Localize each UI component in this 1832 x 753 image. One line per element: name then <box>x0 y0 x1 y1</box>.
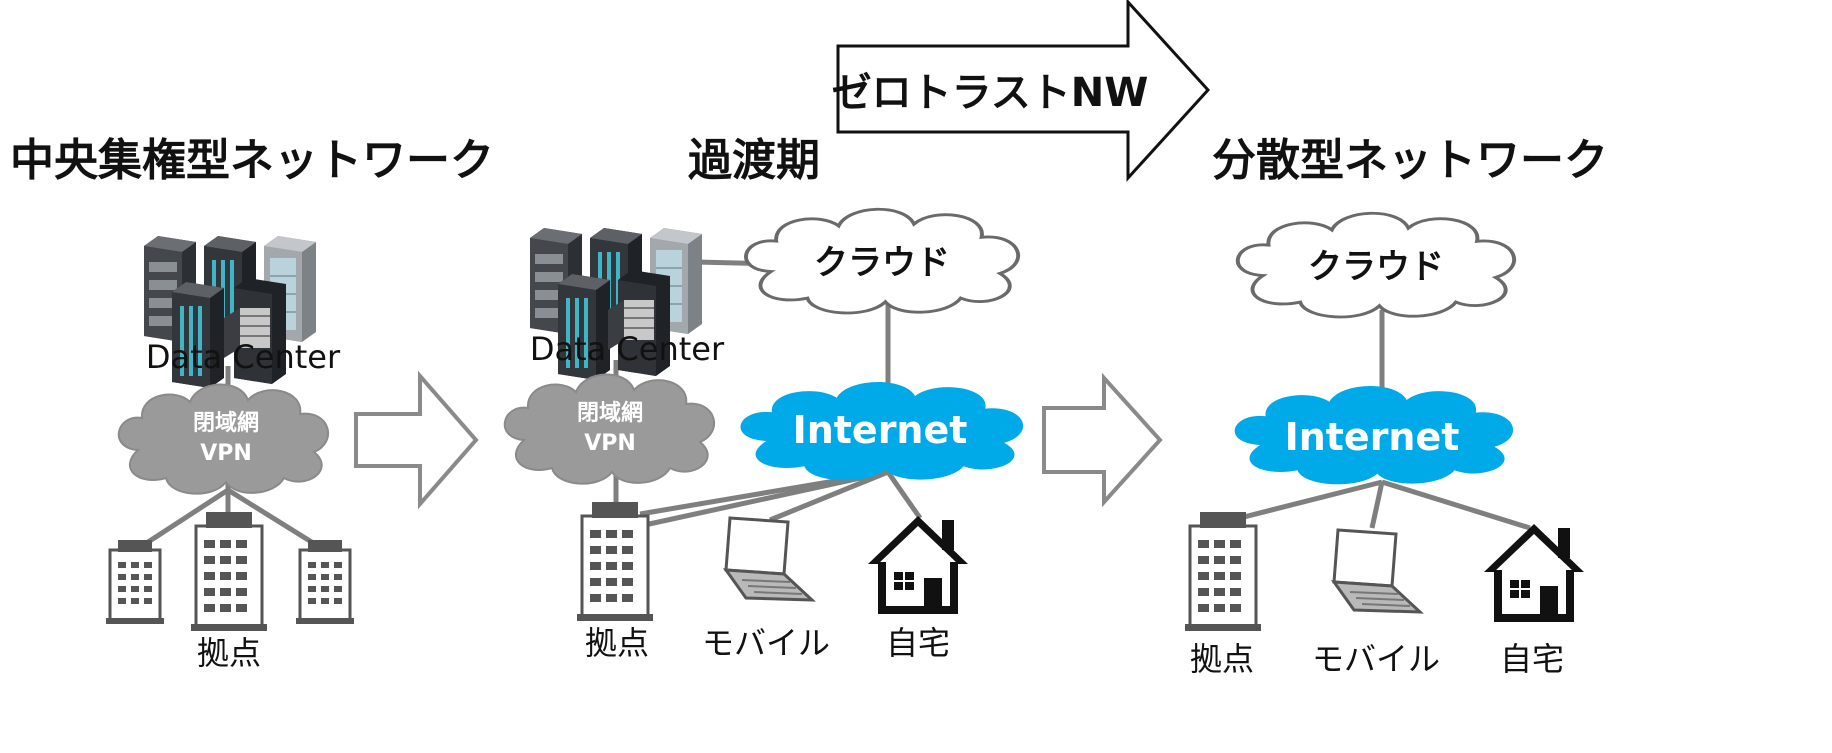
home-label: 自宅 <box>886 624 950 662</box>
heading-central: 中央集権型ネットワーク <box>10 135 494 186</box>
house-icon <box>1484 524 1584 618</box>
site-label: 拠点 <box>585 624 649 662</box>
house-icon <box>868 516 968 610</box>
heading-distributed: 分散型ネットワーク <box>1212 135 1608 186</box>
right-arrow-1-icon <box>354 370 479 510</box>
heading-transition: 過渡期 <box>688 135 820 186</box>
closed-network-cloud-icon <box>503 373 716 485</box>
closed-net-label-1: 閉域網 <box>577 400 643 426</box>
closed-network-cloud-icon <box>117 383 330 495</box>
internet-label: Internet <box>1285 415 1460 459</box>
data-center-label: Data Center <box>530 330 725 368</box>
internet-label: Internet <box>793 408 968 452</box>
data-center-label: Data Center <box>146 338 341 376</box>
site-label: 拠点 <box>197 634 261 672</box>
panel-transition: Data Center クラウド 閉域網 VPN Internet 拠点 モバイ… <box>503 207 1024 662</box>
right-arrow-2-icon <box>1042 372 1163 508</box>
site-building-icon <box>104 510 356 633</box>
zero-trust-label: ゼロトラストNW <box>832 70 1149 116</box>
laptop-icon <box>1332 528 1422 614</box>
mobile-label: モバイル <box>1312 640 1440 678</box>
laptop-icon <box>724 516 814 602</box>
closed-net-label-2: VPN <box>200 441 252 466</box>
cloud-label: クラウド <box>1308 247 1444 287</box>
site-building-icon <box>1183 510 1263 633</box>
closed-net-label-2: VPN <box>584 431 636 456</box>
cloud-label: クラウド <box>814 243 950 283</box>
site-label: 拠点 <box>1190 640 1254 678</box>
panel-central: Data Center 閉域網 VPN 拠点 <box>104 235 356 672</box>
closed-net-label-1: 閉域網 <box>193 410 259 436</box>
site-building-icon <box>575 500 655 623</box>
mobile-label: モバイル <box>702 624 830 662</box>
home-label: 自宅 <box>1500 640 1564 678</box>
panel-distributed: クラウド Internet 拠点 モバイル 自宅 <box>1183 211 1584 678</box>
zero-trust-arrow: ゼロトラストNW <box>832 0 1211 182</box>
